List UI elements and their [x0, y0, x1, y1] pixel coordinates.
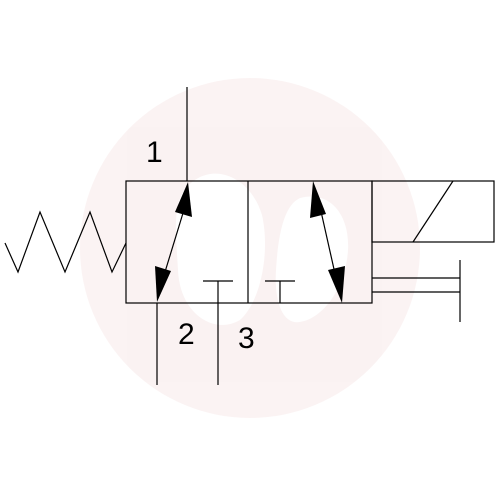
arrow-head-icon — [155, 266, 171, 302]
port-label-2: 2 — [178, 318, 195, 351]
port-label-3: 3 — [238, 322, 255, 355]
arrow-head-icon — [328, 266, 345, 303]
arrow-head-icon — [175, 182, 192, 217]
watermark-logo-icon — [80, 78, 420, 418]
solenoid-icon — [371, 180, 495, 322]
port-label-1: 1 — [146, 136, 163, 169]
blocked-port-right — [265, 280, 295, 303]
arrow-head-icon — [310, 181, 326, 218]
blocked-port-left — [203, 280, 233, 303]
spring-return-icon — [4, 210, 127, 274]
flow-arrowheads — [155, 181, 345, 303]
